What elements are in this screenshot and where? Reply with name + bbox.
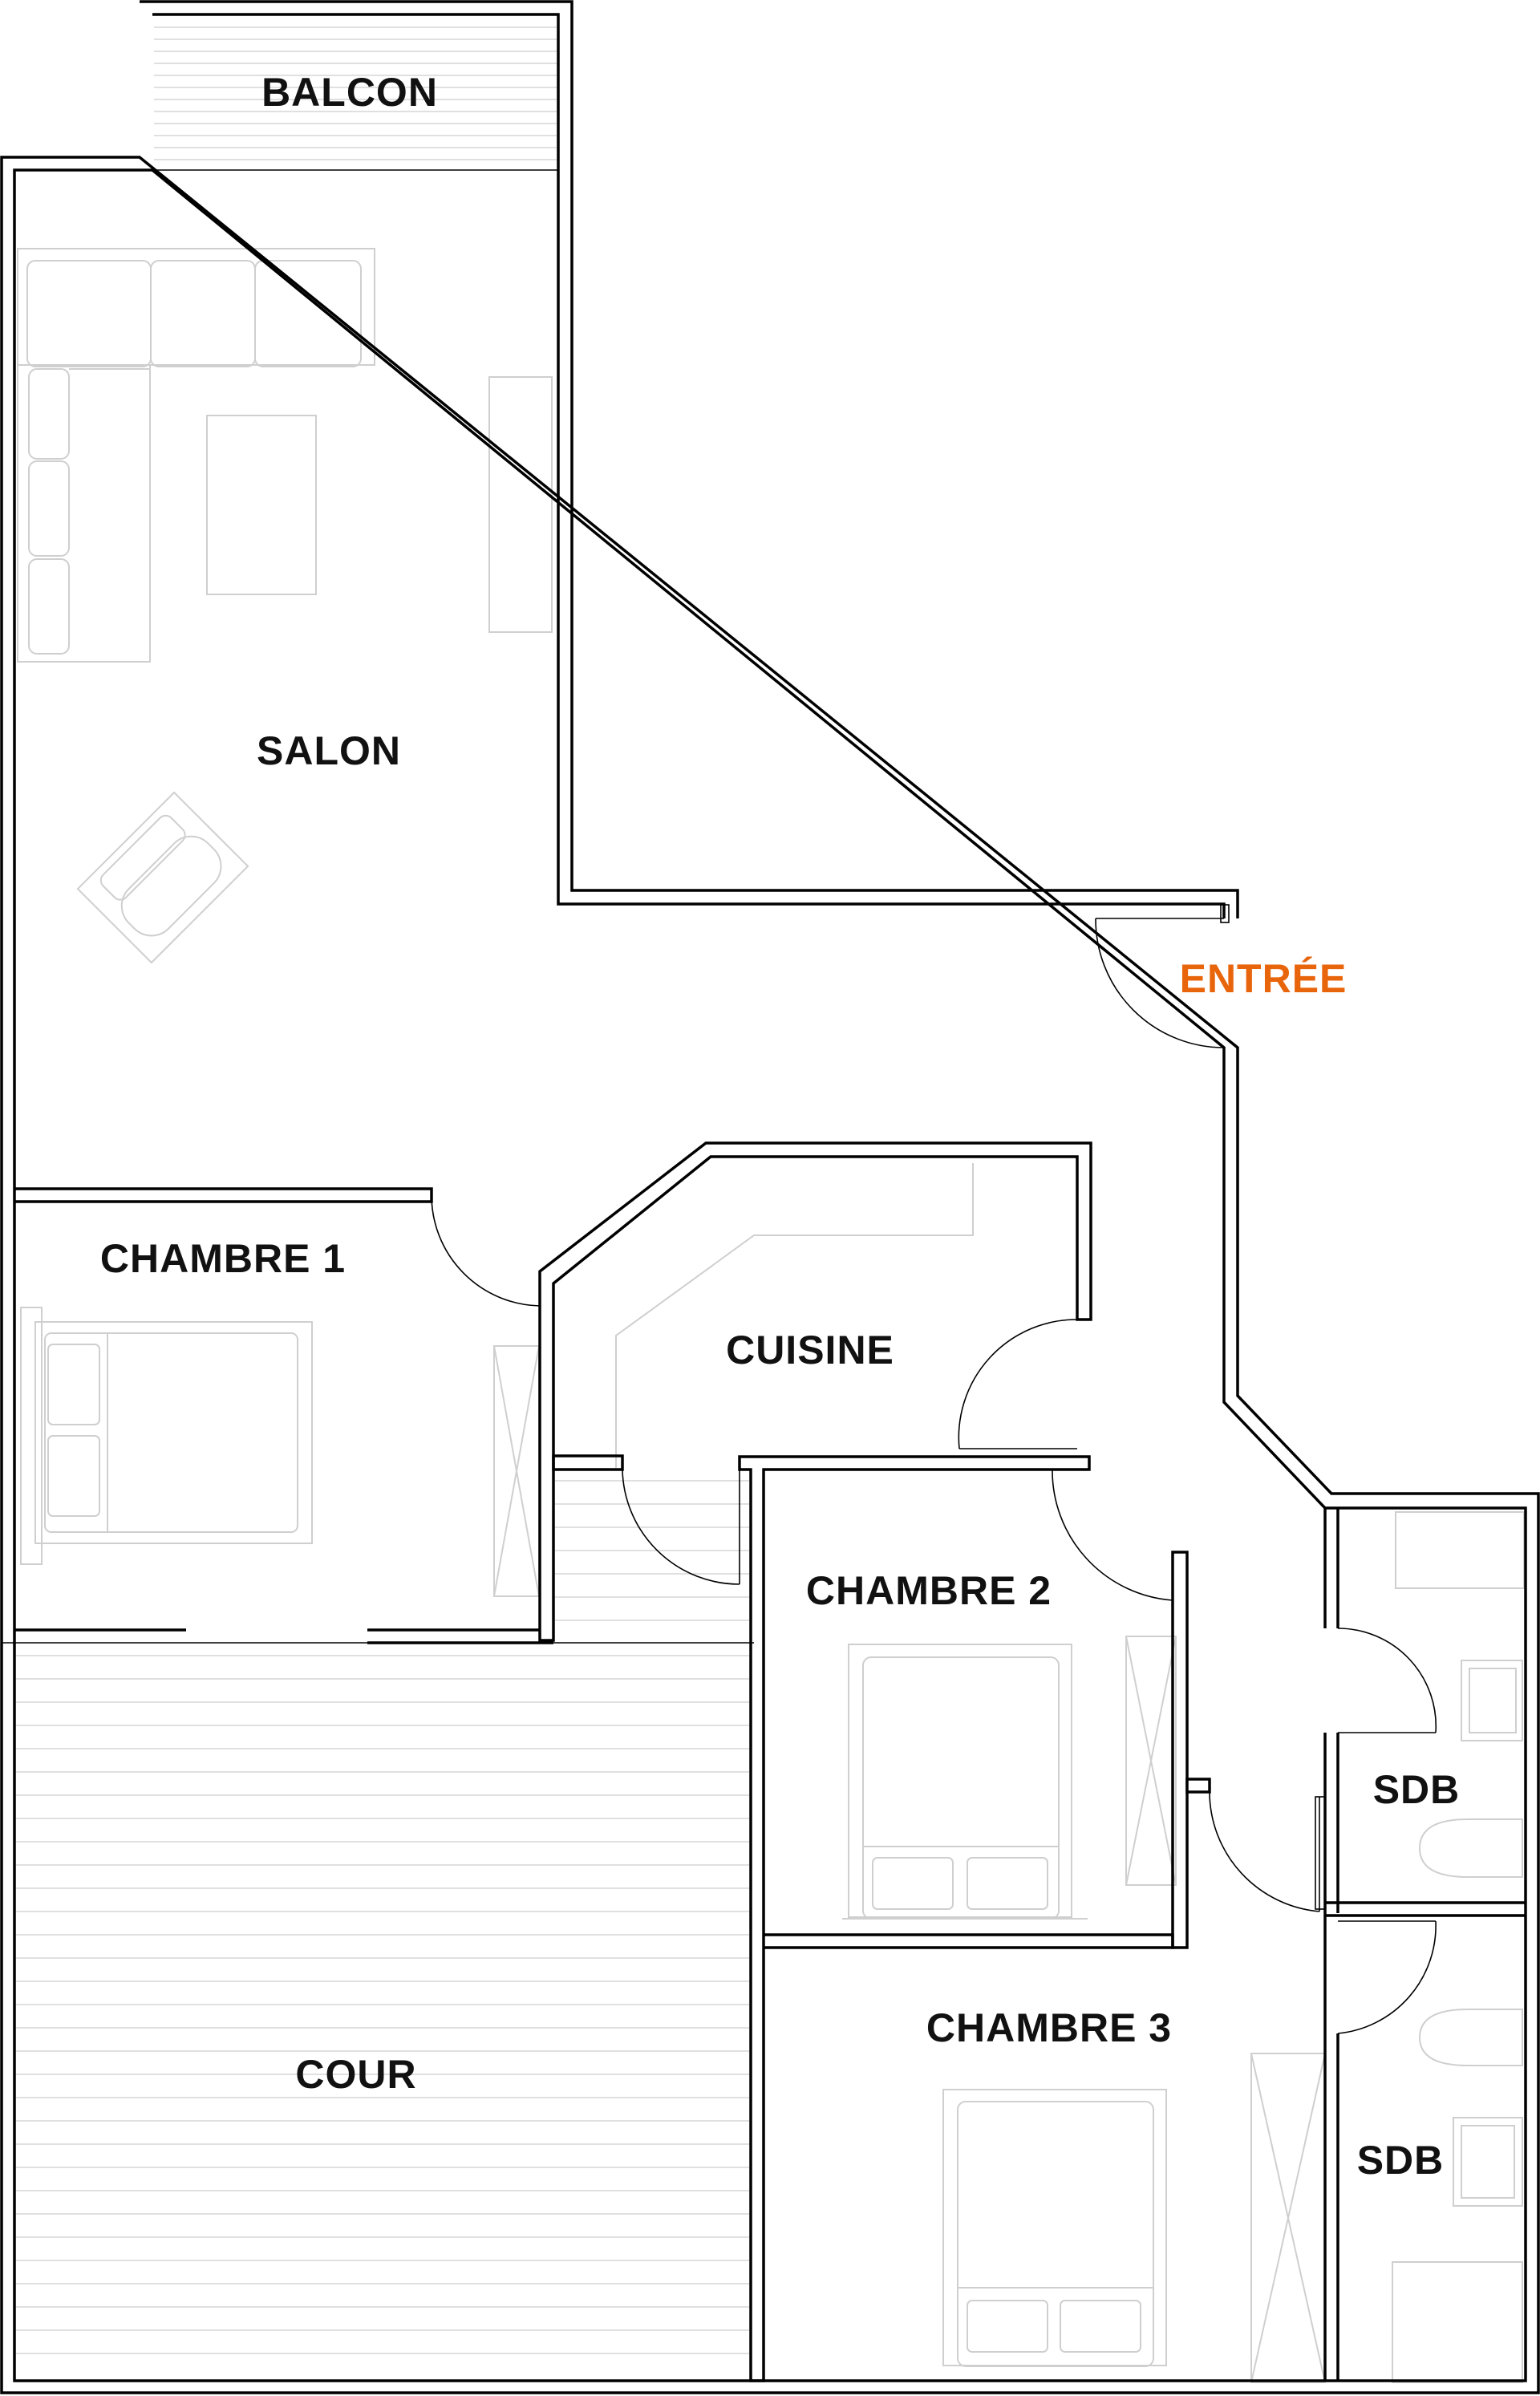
salon-coffee-table bbox=[206, 415, 317, 595]
wall-cuisine-south bbox=[552, 1454, 624, 1471]
wall-chambre2-chambre3 bbox=[764, 1933, 1174, 1949]
door-frame-stub-sdb bbox=[1315, 1796, 1326, 1910]
wall-cuisine-chambre2 bbox=[738, 1455, 1091, 2382]
label-salon: SALON bbox=[257, 728, 401, 773]
door-cour[interactable] bbox=[622, 1469, 740, 1585]
exterior-wall-inner bbox=[13, 13, 1527, 2382]
door-frame-stub bbox=[1185, 1778, 1211, 1794]
label-balcon: BALCON bbox=[261, 70, 438, 115]
chambre1-wardrobe bbox=[493, 1345, 540, 1597]
chambre2-wardrobe bbox=[1125, 1636, 1177, 1886]
salon-tv-cabinet bbox=[488, 376, 553, 633]
wall-chambre1-cuisine bbox=[538, 1141, 1092, 1642]
label-cuisine: CUISINE bbox=[726, 1328, 894, 1372]
entree-door[interactable] bbox=[1095, 918, 1225, 1048]
door-sdb-top[interactable] bbox=[1337, 1628, 1437, 1733]
label-cour: COUR bbox=[295, 2052, 416, 2097]
cour-decking bbox=[16, 1655, 749, 2354]
entry-jamb bbox=[1220, 904, 1230, 923]
cuisine-counter bbox=[615, 1163, 974, 1468]
cour-side-decking bbox=[555, 1480, 749, 1621]
sdb-bottom-fixtures bbox=[1392, 2009, 1523, 2383]
chambre3-wardrobe bbox=[1250, 2053, 1326, 2383]
chambre3-bed bbox=[942, 2089, 1167, 2367]
balcon-decking bbox=[154, 26, 557, 160]
door-sdb-bottom[interactable] bbox=[1337, 1920, 1437, 2034]
salon-sofa bbox=[17, 248, 375, 663]
label-chambre3: CHAMBRE 3 bbox=[926, 2005, 1172, 2050]
door-chambre2[interactable] bbox=[1052, 1469, 1173, 1601]
label-chambre1: CHAMBRE 1 bbox=[100, 1236, 346, 1281]
door-chambre3[interactable] bbox=[1209, 1791, 1320, 1912]
sdb-top-fixtures bbox=[1395, 1511, 1525, 1878]
chambre1-bed bbox=[20, 1307, 313, 1565]
chambre2-bed bbox=[842, 1644, 1088, 1920]
label-sdb-bottom: SDB bbox=[1357, 2138, 1445, 2183]
salon-armchair bbox=[76, 791, 249, 964]
door-chambre1[interactable] bbox=[431, 1194, 541, 1307]
door-cuisine[interactable] bbox=[958, 1319, 1078, 1449]
wall-sdb-divider bbox=[1325, 1901, 1526, 1917]
wall-chambre1-cour bbox=[14, 1628, 553, 1644]
wall-chambre2-east bbox=[1171, 1551, 1189, 1949]
label-entree: ENTRÉE bbox=[1180, 956, 1348, 1001]
wall-salon-chambre1 bbox=[14, 1187, 433, 1203]
label-chambre2: CHAMBRE 2 bbox=[806, 1568, 1052, 1613]
wall-sdb-west bbox=[1323, 1508, 1339, 2381]
label-sdb-top: SDB bbox=[1373, 1767, 1461, 1812]
